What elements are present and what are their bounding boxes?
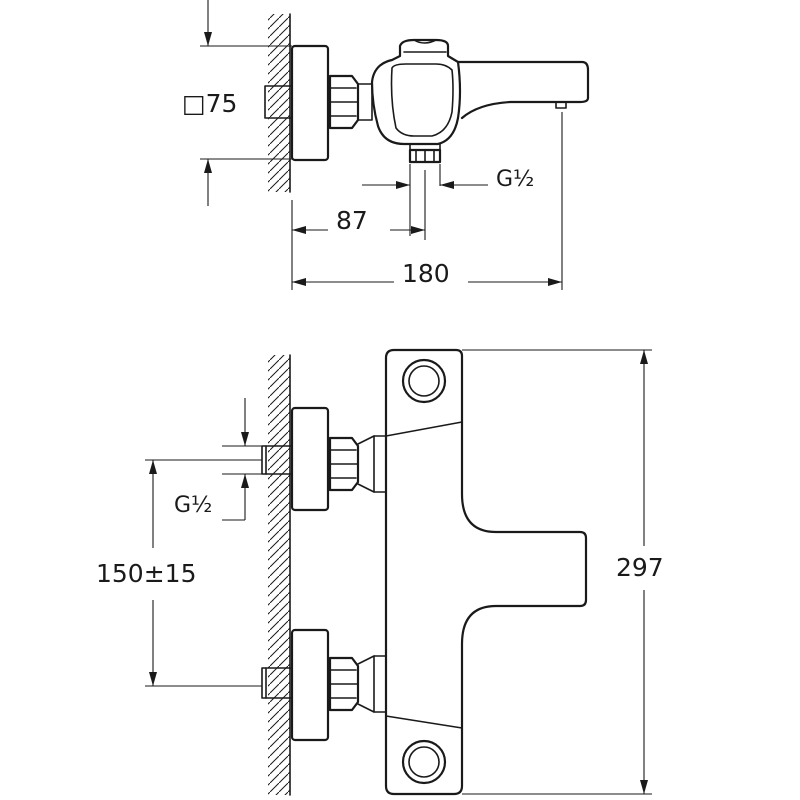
- wall-hatch-top: [268, 13, 291, 193]
- upper-knob: [401, 358, 447, 404]
- lower-inlet-assembly: [261, 628, 387, 742]
- lower-cap-seam: [385, 715, 463, 729]
- spout-tip-top: [555, 101, 567, 109]
- front-view: G½ 150±15 297: [96, 348, 664, 796]
- dim-square-75: □75: [182, 0, 292, 206]
- mixer-body-front: [384, 348, 588, 796]
- depth-label: 180: [402, 259, 450, 288]
- top-view: □75 G½ 87 180: [182, 0, 590, 290]
- spout-top: [456, 60, 590, 120]
- lower-knob: [401, 739, 447, 785]
- wall-flange-top: [290, 44, 330, 162]
- dim-outlet-thread: G½: [362, 164, 534, 236]
- outlet-thread-label: G½: [496, 167, 534, 192]
- hex-nut-top: [328, 74, 360, 130]
- dim-inlet-spacing: 150±15: [96, 459, 262, 687]
- height-label: 297: [616, 553, 664, 582]
- dim-square-label: □75: [182, 89, 237, 118]
- neck-top: [357, 83, 373, 121]
- outlet-fitting-top: [408, 143, 442, 164]
- inlet-thread-label: G½: [174, 493, 212, 518]
- dim-inlet-thread: G½: [174, 398, 262, 521]
- body-inner-contour-top: [390, 63, 454, 137]
- pipe-stub-top: [264, 85, 293, 119]
- dim-offset-87: 87: [291, 170, 426, 290]
- offset-label: 87: [336, 206, 368, 235]
- upper-cap-seam: [385, 421, 463, 437]
- mixer-body-top: [370, 38, 462, 146]
- dim-depth-180: 180: [292, 112, 563, 290]
- wall-hatch-front: [268, 354, 291, 796]
- inlet-spacing-label: 150±15: [96, 559, 196, 588]
- dim-height-297: 297: [462, 349, 664, 795]
- handle-cap-top: [403, 39, 447, 53]
